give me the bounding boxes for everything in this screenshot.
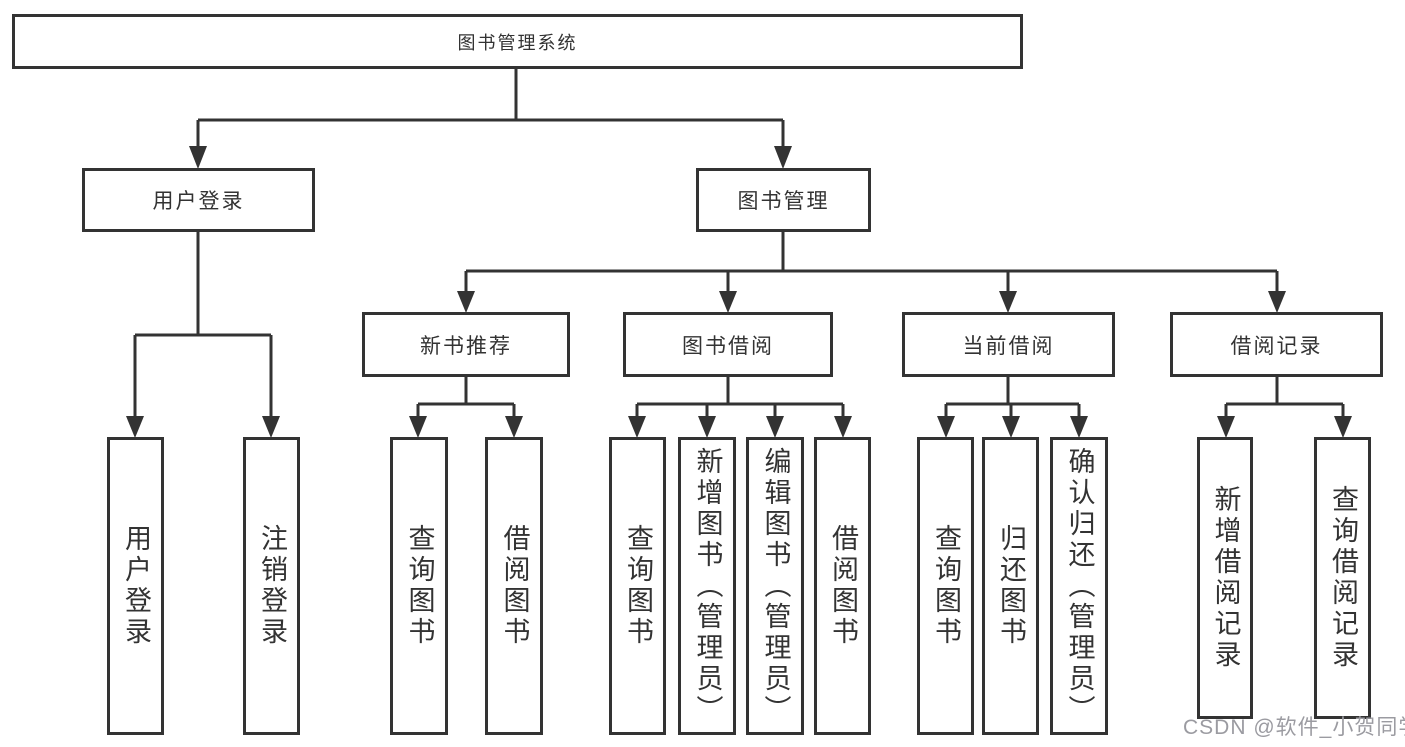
leaf-logout: 注销登录	[243, 437, 300, 735]
leaf-borrowing-add-books-admin: 新增图书（管理员）	[678, 437, 736, 735]
node-user-login-label: 用户登录	[152, 190, 245, 213]
node-book-borrowing-label: 图书借阅	[682, 334, 774, 358]
leaf-recommend-borrow-books: 借阅图书	[485, 437, 543, 735]
leaf-current-query-books: 查询图书	[917, 437, 974, 735]
node-root: 图书管理系统	[12, 14, 1023, 69]
leaf-user-login: 用户登录	[107, 437, 164, 735]
node-current-borrowing-label: 当前借阅	[962, 334, 1055, 358]
leaf-records-add-record: 新增借阅记录	[1197, 437, 1253, 719]
node-book-borrowing: 图书借阅	[623, 312, 833, 377]
node-borrowing-records-label: 借阅记录	[1230, 334, 1323, 358]
node-book-management-label: 图书管理	[737, 190, 830, 213]
leaf-borrowing-query-books: 查询图书	[609, 437, 666, 735]
node-root-label: 图书管理系统	[457, 32, 578, 53]
node-new-book-recommendation-label: 新书推荐	[420, 334, 512, 358]
leaf-records-query-record: 查询借阅记录	[1314, 437, 1371, 719]
node-new-book-recommendation: 新书推荐	[362, 312, 570, 377]
watermark: CSDN @软件_小贺同学	[1183, 716, 1405, 739]
leaf-borrowing-edit-books-admin: 编辑图书（管理员）	[746, 437, 804, 735]
leaf-current-return-books: 归还图书	[982, 437, 1039, 735]
leaf-recommend-query-books: 查询图书	[390, 437, 448, 735]
leaf-borrowing-borrow-books: 借阅图书	[814, 437, 871, 735]
node-current-borrowing: 当前借阅	[902, 312, 1115, 377]
node-book-management: 图书管理	[696, 168, 871, 232]
leaf-current-confirm-return-admin: 确认归还（管理员）	[1050, 437, 1108, 735]
node-borrowing-records: 借阅记录	[1170, 312, 1383, 377]
node-user-login: 用户登录	[82, 168, 315, 232]
